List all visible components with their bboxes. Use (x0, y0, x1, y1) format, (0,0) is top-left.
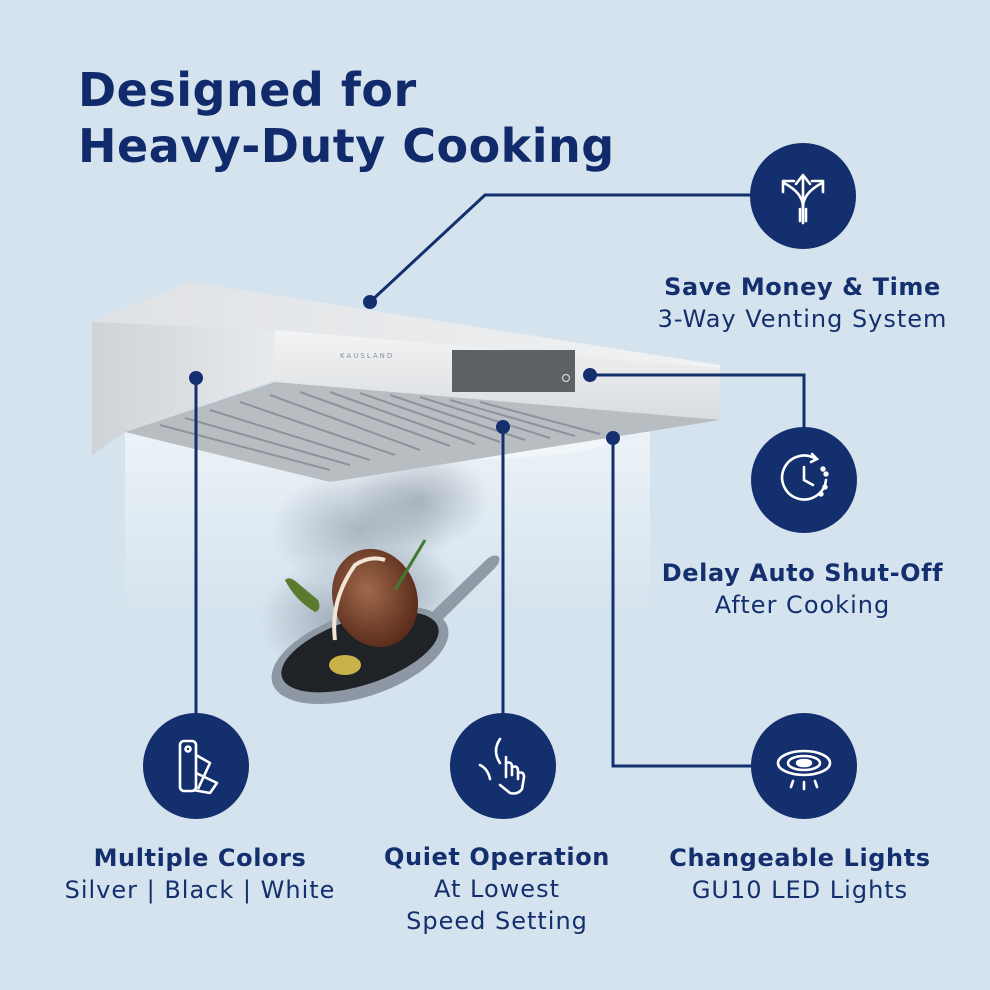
connector-venting (368, 193, 752, 304)
lights-badge (751, 713, 857, 819)
headline-line-1: Designed for (78, 63, 417, 117)
feature-lights-subtitle: GU10 LED Lights (691, 876, 909, 904)
feature-quiet: Quiet Operation At Lowest Speed Setting (357, 841, 637, 937)
venting-badge (750, 143, 856, 249)
quiet-badge (450, 713, 556, 819)
three-way-arrows-icon (781, 173, 825, 225)
headline-line-2: Heavy-Duty Cooking (78, 119, 615, 173)
control-display (452, 350, 575, 392)
connector-lights (611, 438, 752, 768)
brand-mark: KAUSLAND (340, 352, 394, 360)
dot-lights (606, 431, 620, 445)
dot-shutoff (583, 368, 597, 382)
feature-quiet-title: Quiet Operation (384, 843, 610, 871)
dot-quiet (496, 420, 510, 434)
feature-quiet-subtitle-line-2: Speed Setting (406, 907, 588, 935)
power-button-icon (561, 373, 571, 383)
callout-dots (189, 295, 620, 445)
callout-lines (194, 193, 806, 768)
feature-shutoff-subtitle: After Cooking (714, 591, 891, 619)
ceiling-light-icon (776, 749, 832, 791)
feature-venting: Save Money & Time 3-Way Venting System (625, 271, 980, 335)
feature-lights-title: Changeable Lights (669, 844, 931, 872)
dot-colors (189, 371, 203, 385)
feature-venting-title: Save Money & Time (664, 273, 941, 301)
feature-colors: Multiple Colors Silver | Black | White (30, 842, 370, 906)
feature-shutoff-title: Delay Auto Shut-Off (661, 559, 944, 587)
steak (285, 539, 427, 648)
feature-quiet-subtitle-line-1: At Lowest (434, 875, 560, 903)
headline: Designed for Heavy-Duty Cooking (78, 62, 615, 174)
colors-badge (143, 713, 249, 819)
range-hood: KAUSLAND (92, 282, 720, 482)
feature-lights: Changeable Lights GU10 LED Lights (640, 842, 960, 906)
dot-venting (363, 295, 377, 309)
quiet-gesture-icon (478, 737, 526, 795)
color-swatch-icon (178, 739, 219, 795)
feature-venting-subtitle: 3-Way Venting System (657, 305, 948, 333)
feature-shutoff: Delay Auto Shut-Off After Cooking (625, 557, 980, 621)
feature-colors-subtitle: Silver | Black | White (64, 876, 336, 904)
timer-clock-icon (780, 452, 829, 501)
connector-shutoff (590, 373, 806, 432)
shutoff-badge (751, 427, 857, 533)
feature-colors-title: Multiple Colors (93, 844, 307, 872)
